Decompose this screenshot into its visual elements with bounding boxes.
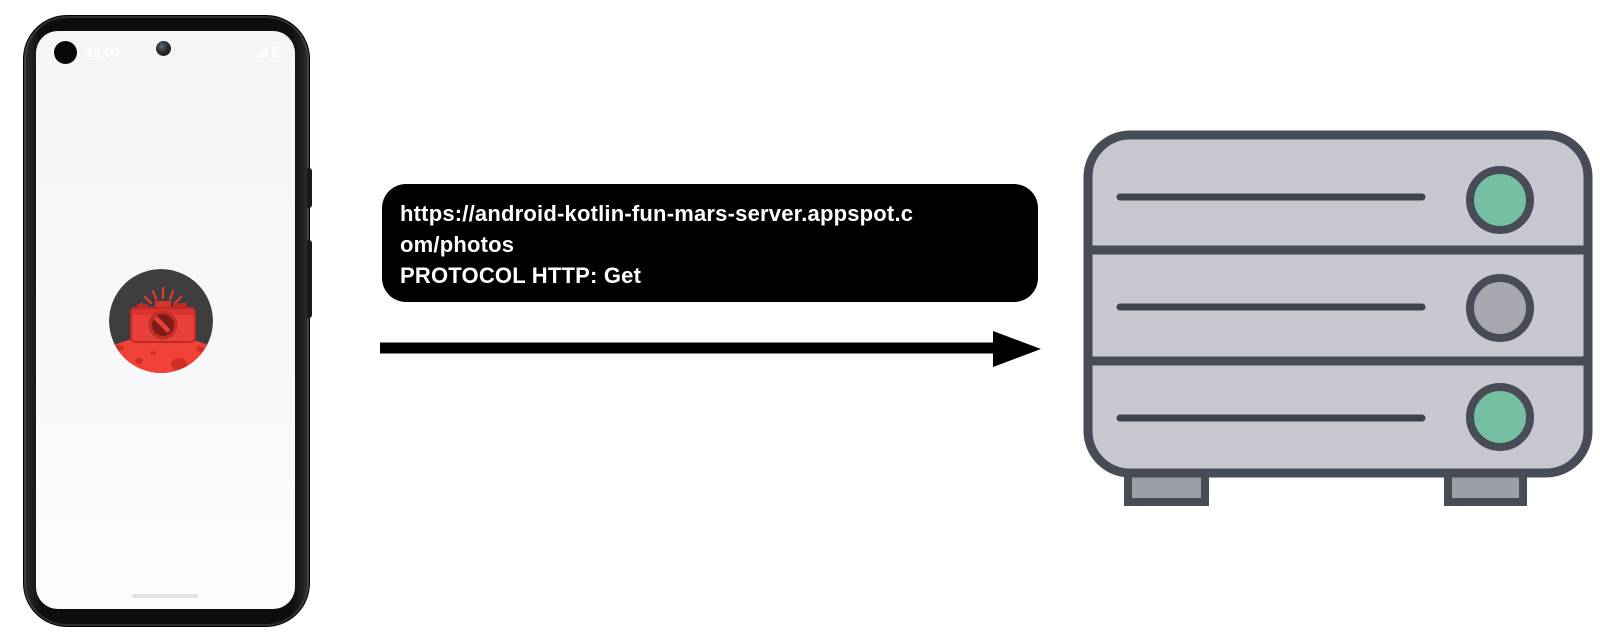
mars-craters [114, 345, 204, 370]
request-arrow [380, 331, 1041, 367]
status-bar-time: 12:00 [86, 45, 120, 60]
server-led-middle [1466, 274, 1534, 342]
http-request-label: https://android-kotlin-fun-mars-server.a… [382, 184, 1038, 302]
request-url-line-1: https://android-kotlin-fun-mars-server.a… [400, 201, 914, 226]
request-protocol-line: PROTOCOL HTTP: Get [400, 263, 642, 288]
arrow-head [993, 331, 1041, 367]
mars-camera-icon [109, 269, 213, 373]
camera-icon [130, 301, 196, 343]
battery-icon [272, 46, 279, 58]
phone-mockup: 12:00 [23, 15, 310, 627]
status-bar-icons [256, 46, 279, 58]
server-illustration [1083, 130, 1593, 506]
server-led-top [1466, 166, 1534, 234]
volume-button [307, 240, 312, 318]
front-camera-icon [156, 41, 171, 56]
phone-screen: 12:00 [36, 31, 295, 609]
signal-icon [256, 47, 268, 58]
home-indicator [132, 594, 198, 598]
server-led-bottom [1466, 383, 1534, 451]
mars-planet [109, 336, 213, 373]
power-button [307, 168, 312, 208]
request-url-line-2: om/photos [400, 232, 515, 257]
status-dot-icon [54, 41, 77, 64]
